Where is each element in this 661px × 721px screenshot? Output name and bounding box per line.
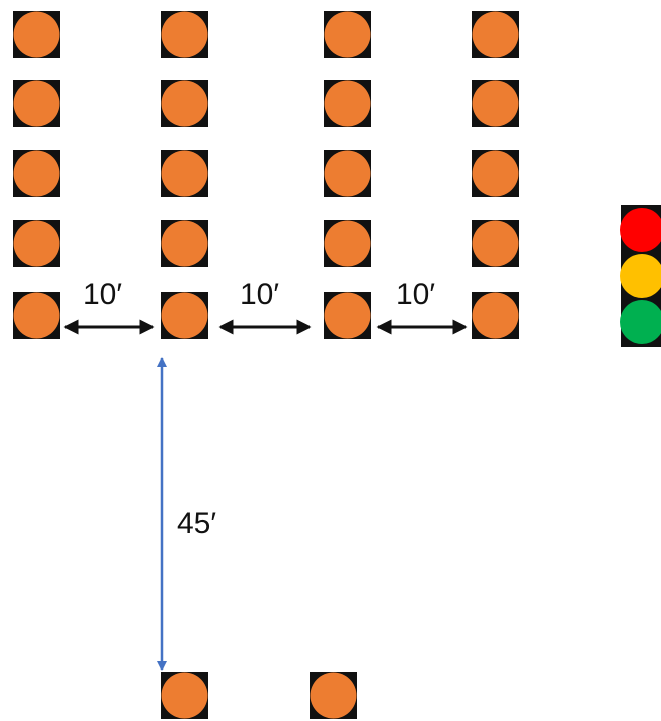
cone-r1-c1	[13, 11, 60, 58]
cone-top	[161, 150, 208, 197]
cone-r5-c2	[161, 292, 208, 339]
cone-top	[472, 292, 519, 339]
cone-r2-c3	[324, 80, 371, 127]
cone-r1-c2	[161, 11, 208, 58]
cone-r2-c1	[13, 80, 60, 127]
cone-top	[13, 220, 60, 267]
cone-top	[13, 150, 60, 197]
yellow-light	[620, 254, 661, 298]
cone-r4-c1	[13, 220, 60, 267]
green-light	[620, 300, 661, 344]
cone-top	[13, 80, 60, 127]
bottom-cone-1	[161, 672, 208, 719]
bottom-cone-2	[310, 672, 357, 719]
cone-grid	[13, 11, 519, 339]
cone-top	[161, 80, 208, 127]
cone-r3-c1	[13, 150, 60, 197]
cone-top	[324, 11, 371, 58]
cone-top	[161, 11, 208, 58]
cone-top	[161, 292, 208, 339]
cone-top	[13, 11, 60, 58]
cone-top	[13, 292, 60, 339]
distance-label: 45′	[177, 507, 216, 540]
spacing-label-1: 10′	[83, 278, 122, 311]
cone-r5-c4	[472, 292, 519, 339]
cone-top	[310, 672, 357, 719]
cone-top	[161, 220, 208, 267]
cone-r3-c3	[324, 150, 371, 197]
cone-r4-c2	[161, 220, 208, 267]
cone-top	[324, 220, 371, 267]
cone-top	[472, 80, 519, 127]
cone-top	[161, 672, 208, 719]
spacing-label-3: 10′	[396, 278, 435, 311]
cone-top	[472, 150, 519, 197]
cone-top	[324, 292, 371, 339]
cone-r2-c2	[161, 80, 208, 127]
cone-r1-c4	[472, 11, 519, 58]
cone-top	[472, 11, 519, 58]
spacing-label-2: 10′	[240, 278, 279, 311]
cone-r3-c2	[161, 150, 208, 197]
cone-r4-c4	[472, 220, 519, 267]
red-light	[620, 208, 661, 252]
cone-r4-c3	[324, 220, 371, 267]
bottom-cones	[161, 672, 357, 719]
cone-r1-c3	[324, 11, 371, 58]
cone-r3-c4	[472, 150, 519, 197]
cone-r2-c4	[472, 80, 519, 127]
cone-r5-c1	[13, 292, 60, 339]
cone-r5-c3	[324, 292, 371, 339]
cone-top	[324, 150, 371, 197]
cone-top	[472, 220, 519, 267]
traffic-light	[620, 205, 661, 347]
cone-top	[324, 80, 371, 127]
